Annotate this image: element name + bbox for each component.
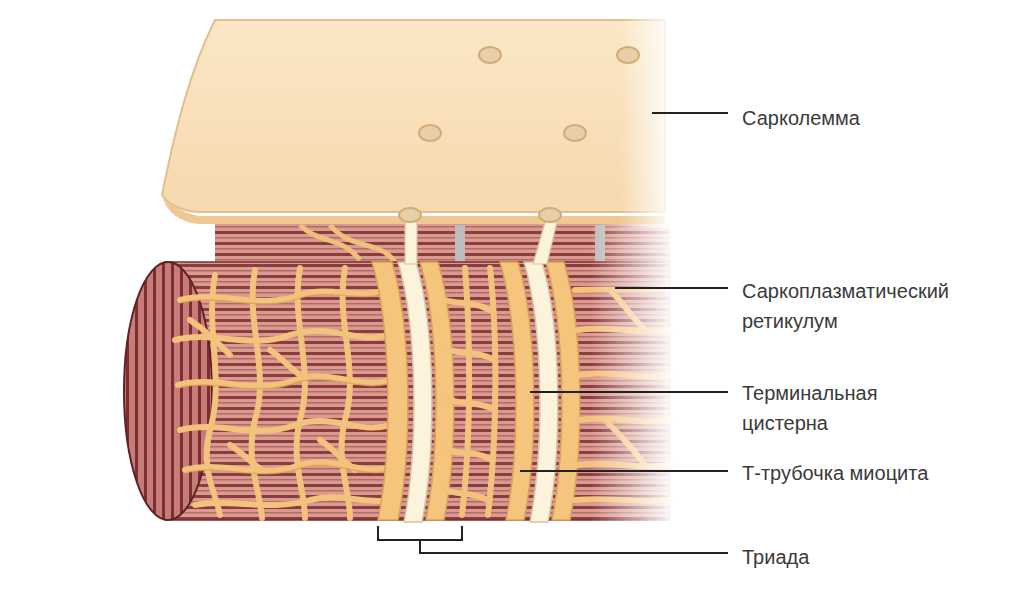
t-tubule-neck [533, 222, 557, 264]
t-tubule [398, 262, 432, 522]
part-label: Триада [742, 542, 942, 572]
reticulum-network [445, 268, 495, 515]
sarcolemma-edge [162, 195, 665, 224]
part-label: Саркоплазматический ретикулум [742, 276, 997, 336]
part-label: Терминальная цистерна [742, 378, 922, 438]
part-label: Т-трубочка миоцита [742, 458, 1002, 488]
t-tubule-neck [405, 222, 417, 264]
terminal-cisterna [500, 262, 534, 520]
fade-overlay [590, 215, 675, 530]
part-label: Сарколемма [742, 103, 992, 133]
sarcolemma-sheet [162, 20, 665, 212]
reticulum-network [175, 268, 392, 518]
leader-lines [378, 113, 728, 553]
terminal-cisterna [372, 262, 408, 520]
reticulum-shading [178, 293, 390, 474]
tubule-openings [399, 47, 639, 222]
